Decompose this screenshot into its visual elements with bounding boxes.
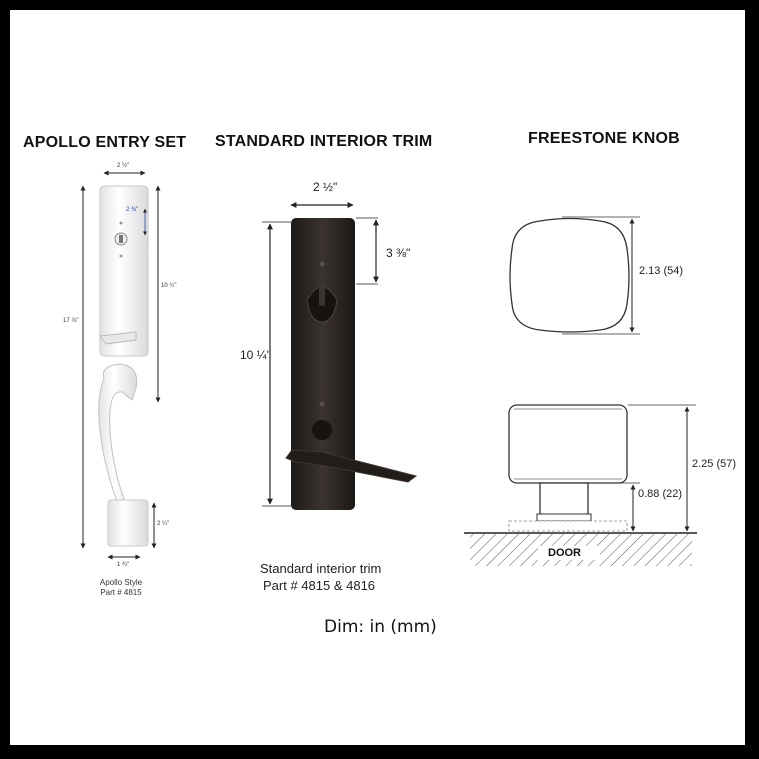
apollo-handleset (98, 185, 149, 547)
apollo-title: APOLLO ENTRY SET (23, 134, 187, 151)
apollo-bottom-width-label: 1 ¾" (117, 562, 130, 568)
knob-face-view (509, 216, 640, 335)
freestone-title: FREESTONE KNOB (528, 130, 680, 147)
apollo-backset-label: 2 ⅜" (126, 207, 139, 213)
standard-top-label: 3 ⅜" (386, 246, 411, 260)
standard-caption-line1: Standard interior trim (260, 561, 382, 576)
door-label: DOOR (548, 547, 581, 559)
knob-stem-dimension: 0.88 (22) (638, 488, 683, 500)
knob-face-dimension: 2.13 (54) (639, 265, 684, 277)
apollo-caption-line2: Part # 4815 (100, 588, 142, 597)
standard-trim-plate (285, 218, 418, 510)
standard-caption-line2: Part # 4815 & 4816 (263, 578, 376, 593)
apollo-bottom-height-label: 2 ¼" (157, 521, 170, 527)
apollo-width-label: 2 ½" (117, 163, 130, 169)
standard-width-label: 2 ½" (313, 180, 338, 194)
apollo-upper-height-label: 10 ¼" (161, 283, 177, 289)
apollo-total-height-label: 17 ⅞" (63, 318, 79, 324)
knob-side-view (464, 404, 697, 566)
standard-dimension-lines (262, 202, 379, 507)
standard-trim-title: STANDARD INTERIOR TRIM (215, 133, 433, 150)
apollo-caption: Apollo Style Part # 4815 (93, 578, 149, 598)
apollo-caption-line1: Apollo Style (99, 578, 143, 587)
knob-total-projection: 2.25 (57) (692, 458, 737, 470)
apollo-dimension-lines (80, 170, 161, 560)
standard-height-label: 10 ¼" (240, 348, 271, 362)
units-note: Dim: in (mm) (324, 617, 437, 637)
